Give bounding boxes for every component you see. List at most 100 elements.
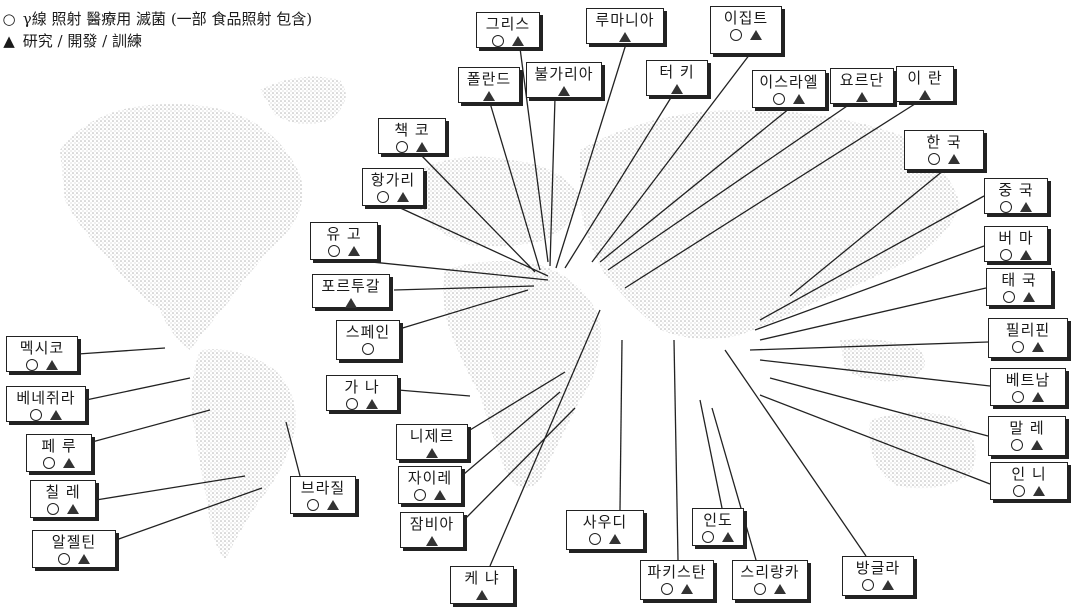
southeast-asia-shape xyxy=(840,338,925,382)
leader-line-czech xyxy=(419,153,536,273)
country-marks xyxy=(987,289,1051,303)
country-name: 이 란 xyxy=(907,69,943,87)
country-box-saudi: 사우디 xyxy=(566,510,644,550)
country-name: 페 루 xyxy=(41,437,77,455)
circle-icon xyxy=(43,456,55,469)
circle-icon xyxy=(30,408,42,421)
country-name: 베트남 xyxy=(1005,371,1051,389)
triangle-icon xyxy=(919,89,931,100)
triangle-icon xyxy=(774,583,786,594)
leader-line-bulgaria xyxy=(549,97,556,267)
circle-icon xyxy=(492,34,504,47)
legend: ○ γ線 照射 醫療用 滅菌 (一部 食品照射 包含) ▲ 研究 / 開發 / … xyxy=(0,8,312,52)
leader-line-brazil xyxy=(285,421,301,477)
leader-line-india xyxy=(699,399,723,509)
leader-line-argentina xyxy=(115,487,263,541)
greenland-shape xyxy=(260,76,346,124)
country-box-portugal: 포르투갈 xyxy=(312,274,390,308)
country-box-argentina: 알젤틴 xyxy=(32,530,116,568)
country-marks xyxy=(397,445,467,459)
triangle-icon xyxy=(609,533,621,544)
triangle-icon xyxy=(793,93,805,104)
country-box-vietnam: 베트남 xyxy=(990,368,1066,406)
country-marks xyxy=(991,483,1067,497)
country-box-yugoslavia: 유 고 xyxy=(310,222,378,260)
africa-shape xyxy=(443,261,601,488)
country-marks xyxy=(991,389,1065,403)
triangle-icon xyxy=(1023,291,1035,302)
triangle-icon xyxy=(67,503,79,514)
triangle-icon xyxy=(1033,485,1045,496)
country-name: 이스라엘 xyxy=(759,73,819,91)
legend-irradiation: ○ γ線 照射 醫療用 滅菌 (一部 食品照射 包含) xyxy=(0,8,312,30)
triangle-icon xyxy=(722,531,734,542)
country-box-czech: 책 코 xyxy=(378,118,446,154)
country-marks xyxy=(451,587,513,601)
circle-icon xyxy=(362,342,374,355)
country-name: 말 레 xyxy=(1009,419,1045,437)
country-marks xyxy=(7,357,77,371)
country-marks xyxy=(327,396,397,410)
leader-lines xyxy=(77,43,991,567)
leader-line-turkey xyxy=(564,95,673,269)
leader-line-indonesia xyxy=(759,394,991,485)
country-box-bangladesh: 방글라 xyxy=(842,556,914,596)
leader-line-korea xyxy=(789,169,945,297)
leader-line-saudi xyxy=(619,339,623,511)
leader-line-mexico xyxy=(77,347,166,355)
country-marks xyxy=(831,89,893,103)
circle-icon xyxy=(702,530,714,543)
circle-icon xyxy=(1000,248,1012,261)
country-name: 포르투갈 xyxy=(321,277,381,295)
country-marks xyxy=(647,81,707,95)
country-name: 스리랑카 xyxy=(740,563,800,581)
circle-icon xyxy=(414,488,426,501)
country-box-burma: 버 마 xyxy=(984,226,1048,262)
circle-icon xyxy=(396,140,408,153)
leader-line-philippines xyxy=(749,341,989,351)
triangle-icon xyxy=(426,535,438,546)
triangle-symbol: ▲ xyxy=(3,32,15,50)
country-marks xyxy=(985,247,1047,261)
triangle-icon xyxy=(1020,201,1032,212)
country-marks xyxy=(641,581,713,595)
triangle-icon xyxy=(671,83,683,94)
country-name: 필리핀 xyxy=(1005,321,1051,339)
country-marks xyxy=(711,27,781,41)
country-box-turkey: 터 키 xyxy=(646,60,708,96)
circle-icon xyxy=(58,552,70,565)
country-name: 베네쥐라 xyxy=(16,389,76,407)
triangle-icon xyxy=(426,447,438,458)
country-name: 인도 xyxy=(703,511,733,529)
leader-line-hungary xyxy=(395,205,549,277)
leader-line-niger xyxy=(469,371,566,431)
circle-icon xyxy=(47,502,59,515)
country-name: 케 냐 xyxy=(464,569,500,587)
country-box-kenya: 케 냐 xyxy=(450,566,514,604)
country-name: 항가리 xyxy=(370,171,416,189)
country-box-venezuela: 베네쥐라 xyxy=(6,386,86,422)
leader-line-thailand xyxy=(759,287,987,341)
country-marks xyxy=(753,91,825,105)
circle-icon xyxy=(26,358,38,371)
circle-icon xyxy=(661,582,673,595)
leader-line-malaysia xyxy=(769,377,989,437)
country-marks xyxy=(459,88,519,102)
triangle-icon xyxy=(476,589,488,600)
country-marks xyxy=(843,577,913,591)
country-name: 칠 레 xyxy=(45,483,81,501)
leader-line-srilanka xyxy=(711,407,757,561)
country-name: 그리스 xyxy=(485,15,531,33)
country-box-jordan: 요르단 xyxy=(830,68,894,104)
country-marks xyxy=(399,487,461,501)
country-name: 책 코 xyxy=(394,121,430,139)
south-america-shape xyxy=(191,349,296,560)
country-name: 스페인 xyxy=(345,323,391,341)
circle-icon xyxy=(862,578,874,591)
country-marks xyxy=(733,581,807,595)
country-name: 한 국 xyxy=(926,133,962,151)
country-name: 유 고 xyxy=(326,225,362,243)
country-name: 가 나 xyxy=(344,378,380,396)
triangle-icon xyxy=(63,457,75,468)
